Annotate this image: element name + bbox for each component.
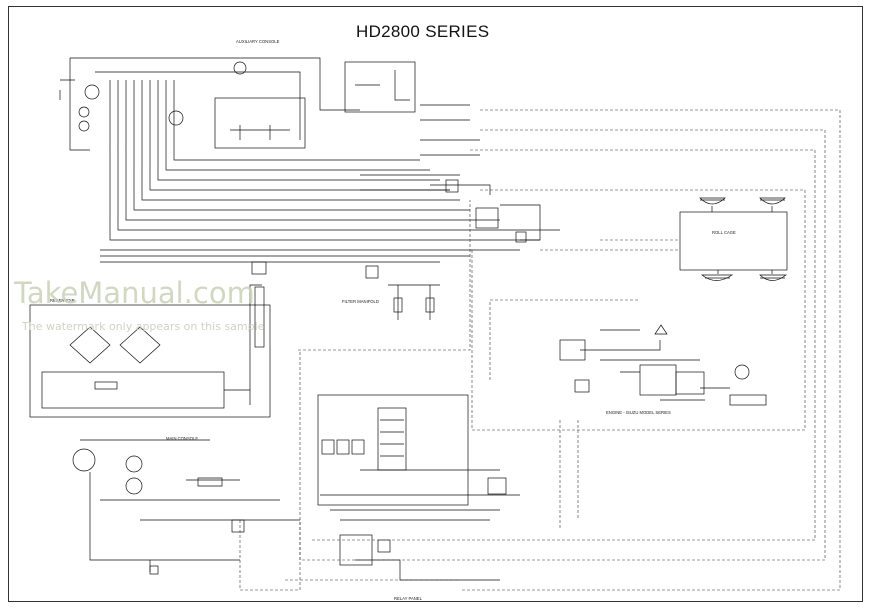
label-engine: ENGINE - ISUZU MODEL SERIES	[606, 410, 671, 415]
drawing-border	[8, 6, 863, 602]
label-reservoir: RESERVOIR	[50, 298, 75, 303]
diagram-title: HD2800 SERIES	[356, 22, 490, 41]
watermark-note: The watermark only appears on this sampl…	[22, 320, 265, 333]
label-roll-cage: ROLL CAGE	[712, 230, 736, 235]
watermark-brand: TakeManual.com	[14, 276, 255, 310]
label-main-console: MAIN CONSOLE	[166, 436, 199, 441]
label-auxiliary-console: AUXILIARY CONSOLE	[236, 39, 280, 44]
label-filter-manifold: FILTER MANIFOLD	[342, 299, 379, 304]
label-relay-panel: RELAY PANEL	[394, 596, 422, 601]
